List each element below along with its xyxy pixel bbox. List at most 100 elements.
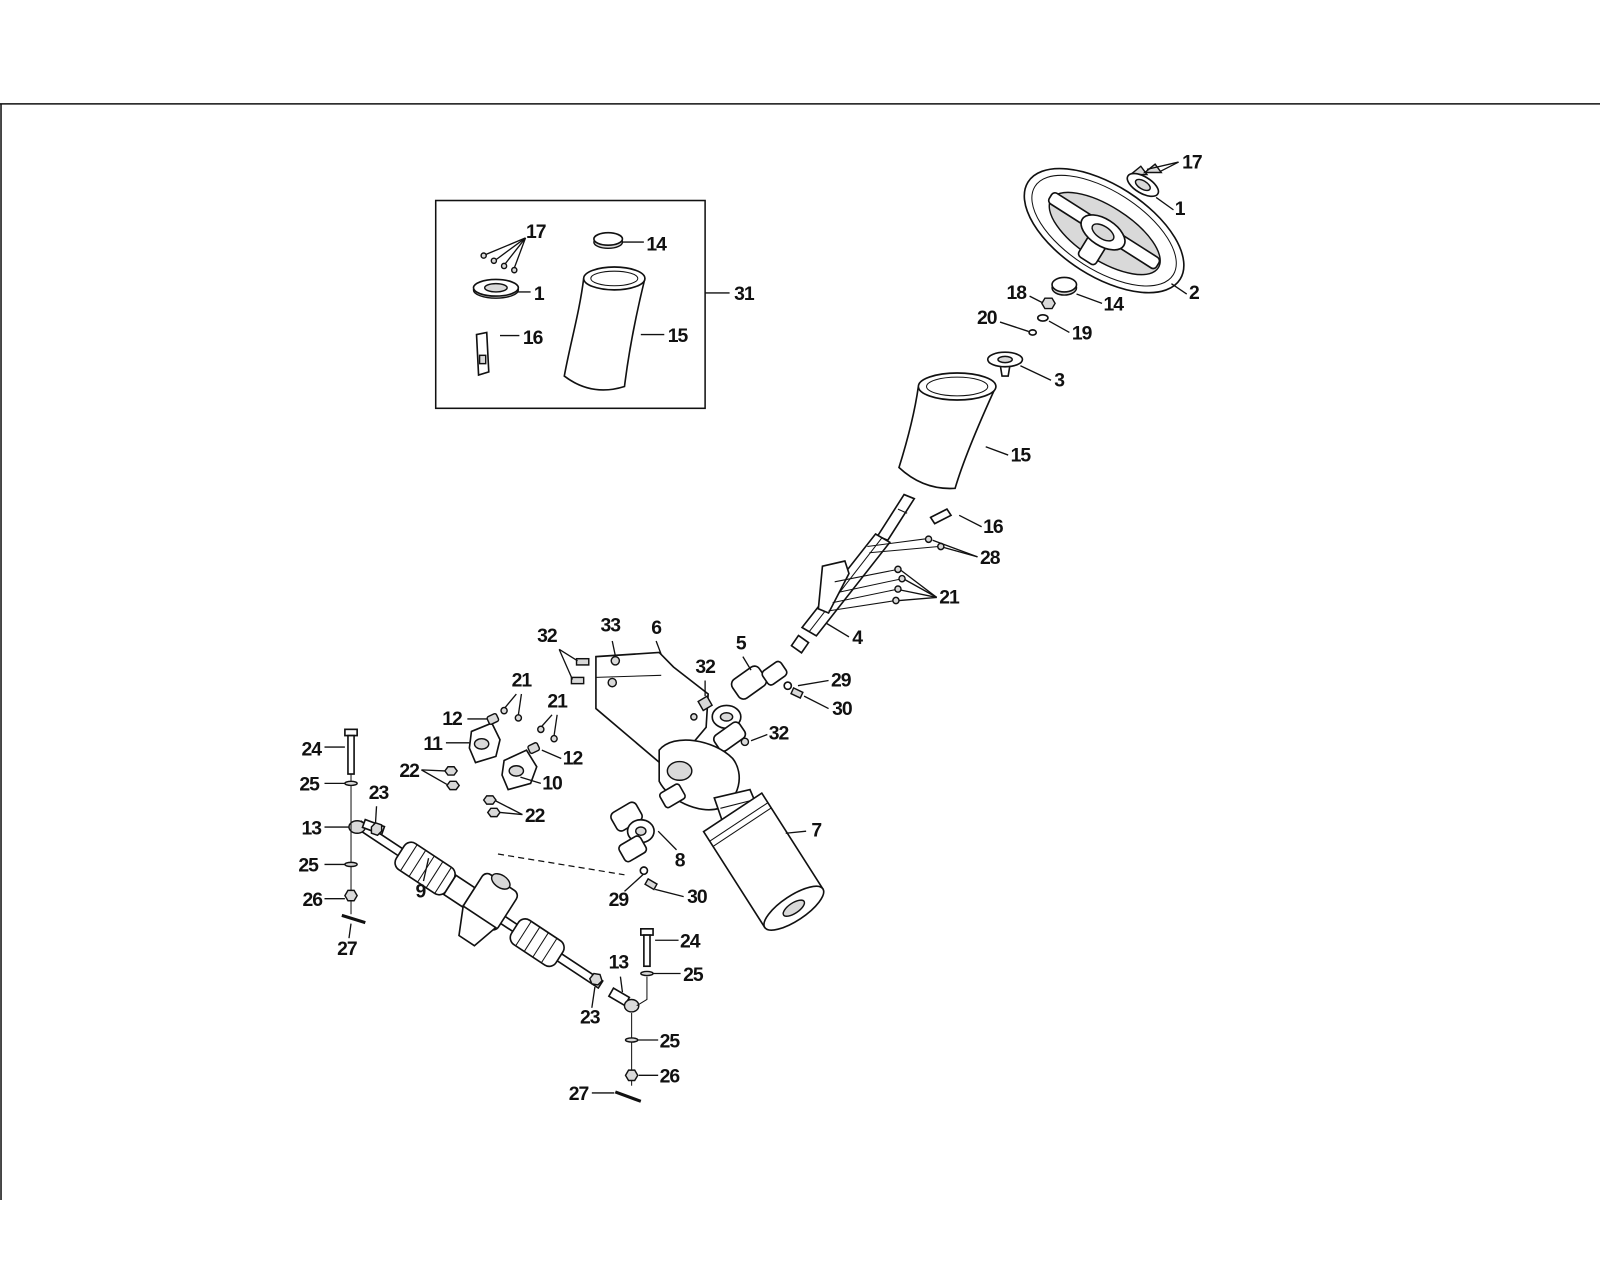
main-callouts: 17 1 2 14 18 19 20 3 15 16 28 21 4 6 33 … xyxy=(298,151,1203,1105)
callout-17: 17 xyxy=(526,221,547,243)
callout-25: 25 xyxy=(660,1030,681,1052)
pinion-housing xyxy=(458,872,519,947)
callout-5: 5 xyxy=(736,632,747,654)
bolt-29-30-lower xyxy=(624,866,684,898)
callout-32: 32 xyxy=(695,656,716,678)
page-frame xyxy=(0,103,1600,1200)
clamp-nuts-22 xyxy=(421,766,523,818)
column-cover-15 xyxy=(898,372,1009,490)
mount-clamp-11 xyxy=(445,722,501,764)
pinion-connection-dashed xyxy=(497,853,625,876)
callout-32: 32 xyxy=(537,625,558,647)
bolt-32-upper xyxy=(690,680,714,721)
lower-universal-joint-8 xyxy=(610,801,677,863)
bracket-bolts-32-33 xyxy=(558,640,621,688)
inset-bracket-16 xyxy=(475,331,520,377)
callout-23: 23 xyxy=(369,782,390,804)
callout-11: 11 xyxy=(423,733,443,755)
callout-16: 16 xyxy=(523,327,544,349)
callout-30: 30 xyxy=(832,698,853,720)
callout-23: 23 xyxy=(580,1006,601,1028)
callout-2: 2 xyxy=(1189,282,1200,304)
inset-screws-17 xyxy=(480,237,527,274)
callout-21: 21 xyxy=(512,670,533,692)
mount-clamp-10 xyxy=(501,749,542,791)
steering-column-4 xyxy=(790,493,916,654)
callout-16: 16 xyxy=(983,516,1004,538)
inset-trim-ring-1 xyxy=(472,278,531,299)
callout-31: 31 xyxy=(734,283,755,305)
callout-15: 15 xyxy=(1011,444,1032,466)
callout-25: 25 xyxy=(299,773,320,795)
callout-17: 17 xyxy=(1182,151,1203,173)
washer-20 xyxy=(999,321,1038,336)
callout-22: 22 xyxy=(399,760,420,782)
callout-26: 26 xyxy=(660,1065,681,1087)
rack-boot-right xyxy=(509,918,565,968)
steering-rack-9 xyxy=(355,820,604,990)
callout-27: 27 xyxy=(569,1083,590,1105)
callout-9: 9 xyxy=(416,881,427,903)
callout-1: 1 xyxy=(534,283,545,305)
horn-button-14 xyxy=(1051,276,1103,305)
inset-horn-cap-14 xyxy=(593,231,644,250)
callout-7: 7 xyxy=(811,819,822,841)
left-bolt-stack xyxy=(324,728,366,939)
washer-19 xyxy=(1036,313,1070,334)
column-screws-21 xyxy=(892,565,938,605)
nut-18 xyxy=(1029,295,1056,310)
callout-24: 24 xyxy=(680,930,701,952)
callout-21: 21 xyxy=(547,690,568,712)
callout-25: 25 xyxy=(298,855,319,877)
callout-12: 12 xyxy=(563,748,584,770)
callout-13: 13 xyxy=(609,951,630,973)
callout-27: 27 xyxy=(337,938,358,960)
callout-21: 21 xyxy=(939,586,960,608)
bolt-32-right xyxy=(740,733,768,747)
tie-rod-end-right-13 xyxy=(607,976,640,1013)
callout-4: 4 xyxy=(852,627,863,649)
callout-15: 15 xyxy=(668,325,689,347)
callout-14: 14 xyxy=(1104,293,1125,315)
callout-28: 28 xyxy=(980,547,1001,569)
callout-22: 22 xyxy=(525,805,546,827)
callout-32: 32 xyxy=(769,723,790,745)
callout-30: 30 xyxy=(687,886,708,908)
clamp-screws-21 xyxy=(500,693,558,743)
callout-18: 18 xyxy=(1007,282,1028,304)
column-bracket-16 xyxy=(867,508,982,554)
inset-column-cover-15 xyxy=(563,266,665,391)
callout-14: 14 xyxy=(646,233,667,255)
callout-33: 33 xyxy=(600,615,621,637)
bracket-screws-28 xyxy=(924,535,978,558)
wheel-leader-2 xyxy=(1171,283,1188,295)
callout-25: 25 xyxy=(683,964,704,986)
callout-6: 6 xyxy=(651,617,662,639)
callout-12: 12 xyxy=(442,708,463,730)
callout-10: 10 xyxy=(542,772,563,794)
jam-nut-right-23 xyxy=(588,972,603,1008)
callout-1: 1 xyxy=(1175,198,1186,220)
callout-3: 3 xyxy=(1054,369,1065,391)
upper-universal-joint-5 xyxy=(711,656,788,753)
callout-8: 8 xyxy=(675,849,686,871)
eps-motor-7 xyxy=(702,788,825,931)
clamp-spacers-12 xyxy=(467,712,562,760)
horn-cap-ring-1 xyxy=(1126,172,1174,211)
jam-nut-left-23 xyxy=(370,806,383,837)
callout-24: 24 xyxy=(301,738,322,760)
steering-wheel-2 xyxy=(1023,167,1185,294)
kit-inset-box: 17 14 1 16 15 31 xyxy=(434,199,756,410)
callout-26: 26 xyxy=(302,889,323,911)
callout-13: 13 xyxy=(301,817,322,839)
hub-flange-3 xyxy=(986,351,1052,381)
right-bolt-stack xyxy=(591,928,681,1103)
bolt-29-30-upper xyxy=(783,679,829,710)
top-screws-17 xyxy=(1128,161,1179,176)
callout-19: 19 xyxy=(1072,323,1093,345)
callout-20: 20 xyxy=(977,307,998,329)
steering-gear-housing xyxy=(658,739,741,811)
callout-29: 29 xyxy=(609,889,630,911)
rack-boot-left xyxy=(394,841,456,896)
